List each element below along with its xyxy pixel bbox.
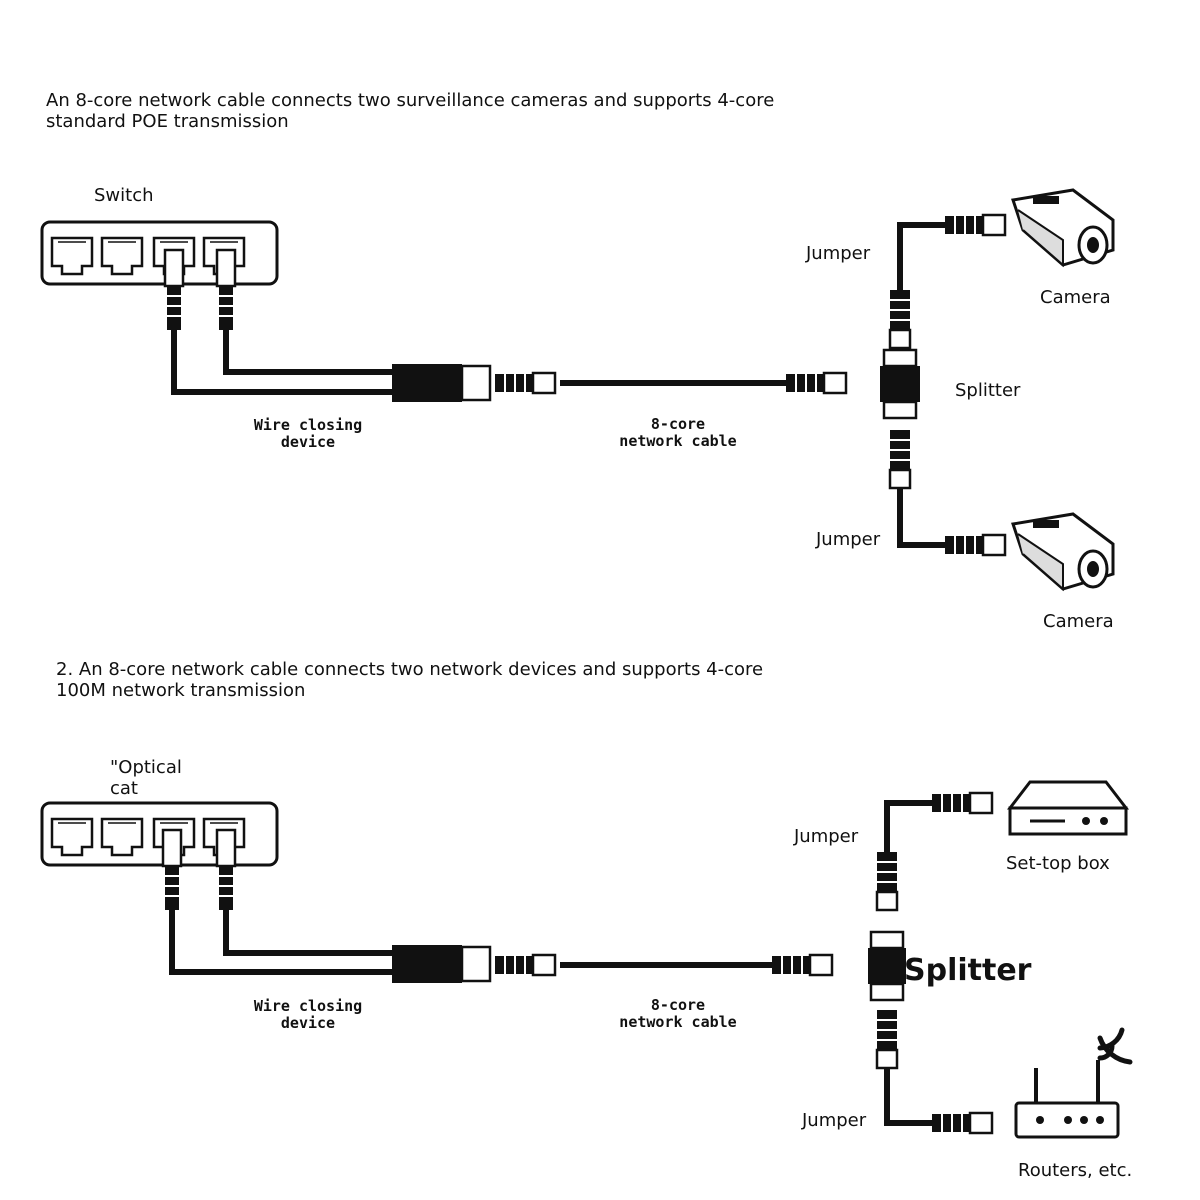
jumper-top-label: Jumper xyxy=(805,243,871,264)
cable-line xyxy=(223,330,392,375)
cable-line xyxy=(223,910,392,956)
jumper-bottom-label: Jumper xyxy=(815,529,881,550)
section1-heading-line2: standard POE transmission xyxy=(46,111,289,132)
section2-heading-line2: 100M network transmission xyxy=(56,680,305,701)
connector-icon xyxy=(784,371,848,395)
jumper-cable xyxy=(884,1068,932,1126)
cable-label-line1: 8-core xyxy=(651,996,705,1014)
splitter-icon xyxy=(880,366,920,402)
section-2: 2. An 8-core network cable connects two … xyxy=(40,659,1133,1181)
set-top-box-label: Set-top box xyxy=(1006,853,1110,874)
connector-icon xyxy=(930,791,994,815)
wire-closing-device xyxy=(392,364,462,402)
connector-icon xyxy=(493,953,557,977)
section2-heading-line1: 2. An 8-core network cable connects two … xyxy=(56,659,763,680)
set-top-box-icon xyxy=(1006,780,1130,836)
connector-icon xyxy=(943,533,1007,557)
cable-label-line2: network cable xyxy=(619,1013,736,1031)
camera-bottom-label: Camera xyxy=(1043,611,1114,632)
switch-label-line1: "Optical xyxy=(110,757,182,778)
wire-closing-label-line2: device xyxy=(281,1014,335,1032)
connector-icon xyxy=(460,945,492,983)
jumper-top-label: Jumper xyxy=(793,826,859,847)
switch-icon xyxy=(40,801,279,867)
jumper-cable xyxy=(897,488,945,548)
router-icon xyxy=(1014,1060,1120,1139)
connector-icon xyxy=(493,371,557,395)
wire-closing-label-line1: Wire closing xyxy=(254,997,362,1015)
jumper-bottom-label: Jumper xyxy=(801,1110,867,1131)
plug-icon xyxy=(161,828,183,912)
switch-label: Switch xyxy=(94,185,154,206)
camera-top-label: Camera xyxy=(1040,287,1111,308)
plug-icon xyxy=(215,828,237,912)
connector-icon xyxy=(943,213,1007,237)
section1-heading-line1: An 8-core network cable connects two sur… xyxy=(46,90,774,111)
cable-label-line1: 8-core xyxy=(651,415,705,433)
connector-icon xyxy=(770,953,834,977)
camera-icon xyxy=(1011,512,1115,591)
wifi-icon xyxy=(1097,1027,1133,1065)
jumper-connector-icon xyxy=(888,288,912,350)
plug-icon xyxy=(163,248,185,332)
cable-line xyxy=(169,910,392,975)
camera-icon xyxy=(1011,188,1115,267)
splitter-label: Splitter xyxy=(904,953,1032,988)
jumper-connector-icon xyxy=(875,850,899,912)
switch-label-line2: cat xyxy=(110,778,138,799)
jumper-cable xyxy=(897,222,945,290)
wire-closing-label-line2: device xyxy=(281,433,335,451)
jumper-cable xyxy=(884,800,932,852)
cable-line xyxy=(171,330,392,395)
plug-icon xyxy=(215,248,237,332)
cable-label-line2: network cable xyxy=(619,432,736,450)
routers-label: Routers, etc. xyxy=(1018,1160,1132,1181)
jumper-connector-icon xyxy=(888,428,912,490)
connector-icon xyxy=(930,1111,994,1135)
connector-icon xyxy=(460,364,492,402)
splitter-label: Splitter xyxy=(955,380,1021,401)
wire-closing-label-line1: Wire closing xyxy=(254,416,362,434)
jumper-connector-icon xyxy=(875,1008,899,1070)
splitter-icon xyxy=(868,948,906,984)
wire-closing-device xyxy=(392,945,462,983)
section-1: An 8-core network cable connects two sur… xyxy=(40,90,1115,632)
switch-icon xyxy=(40,220,279,286)
